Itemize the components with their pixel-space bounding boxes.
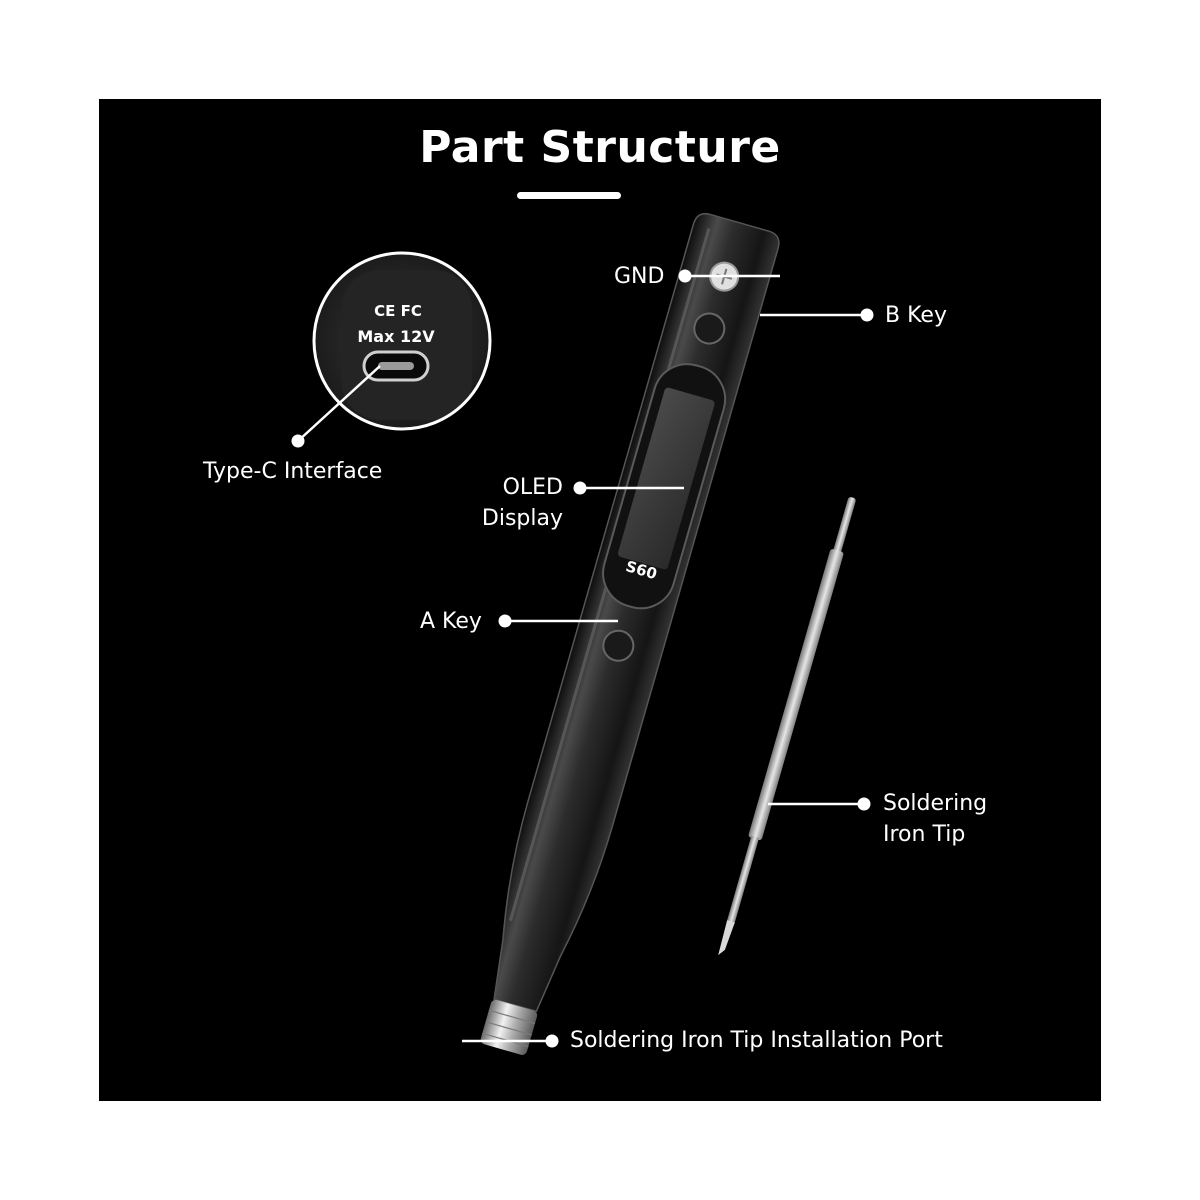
title-underline <box>517 192 621 199</box>
soldering-iron-tip-label-line1: Soldering <box>883 791 988 816</box>
type-c-interface-label: Type-C Interface <box>203 459 383 484</box>
oled-display-label: OLED Display <box>477 472 563 534</box>
oled-display-label-line2: Display <box>481 506 563 531</box>
soldering-iron-tip <box>718 497 856 956</box>
soldering-iron-tip-label-line2: Iron Tip <box>883 822 966 847</box>
leader-type-c <box>297 365 381 442</box>
dot-type-c <box>291 434 305 448</box>
dot-b-key <box>860 308 874 322</box>
dot-oled <box>573 481 587 495</box>
gnd-label: GND <box>614 264 665 289</box>
dot-tip <box>857 797 871 811</box>
oled-display-label-line1: OLED <box>502 475 563 500</box>
certification-marks: CE FC <box>374 302 422 320</box>
b-key-label: B Key <box>885 303 947 328</box>
dot-port <box>545 1034 559 1048</box>
leader-lines <box>297 274 867 1043</box>
leader-dots <box>291 269 874 1048</box>
pen-body <box>480 212 780 1055</box>
dot-gnd <box>678 269 692 283</box>
a-key-label: A Key <box>420 609 482 634</box>
diagram-title: Part Structure <box>419 122 781 173</box>
installation-port-label: Soldering Iron Tip Installation Port <box>570 1028 943 1053</box>
soldering-iron-tip-label: Soldering Iron Tip <box>883 788 987 850</box>
port-rating: Max 12V <box>357 327 435 346</box>
dot-a-key <box>498 614 512 628</box>
